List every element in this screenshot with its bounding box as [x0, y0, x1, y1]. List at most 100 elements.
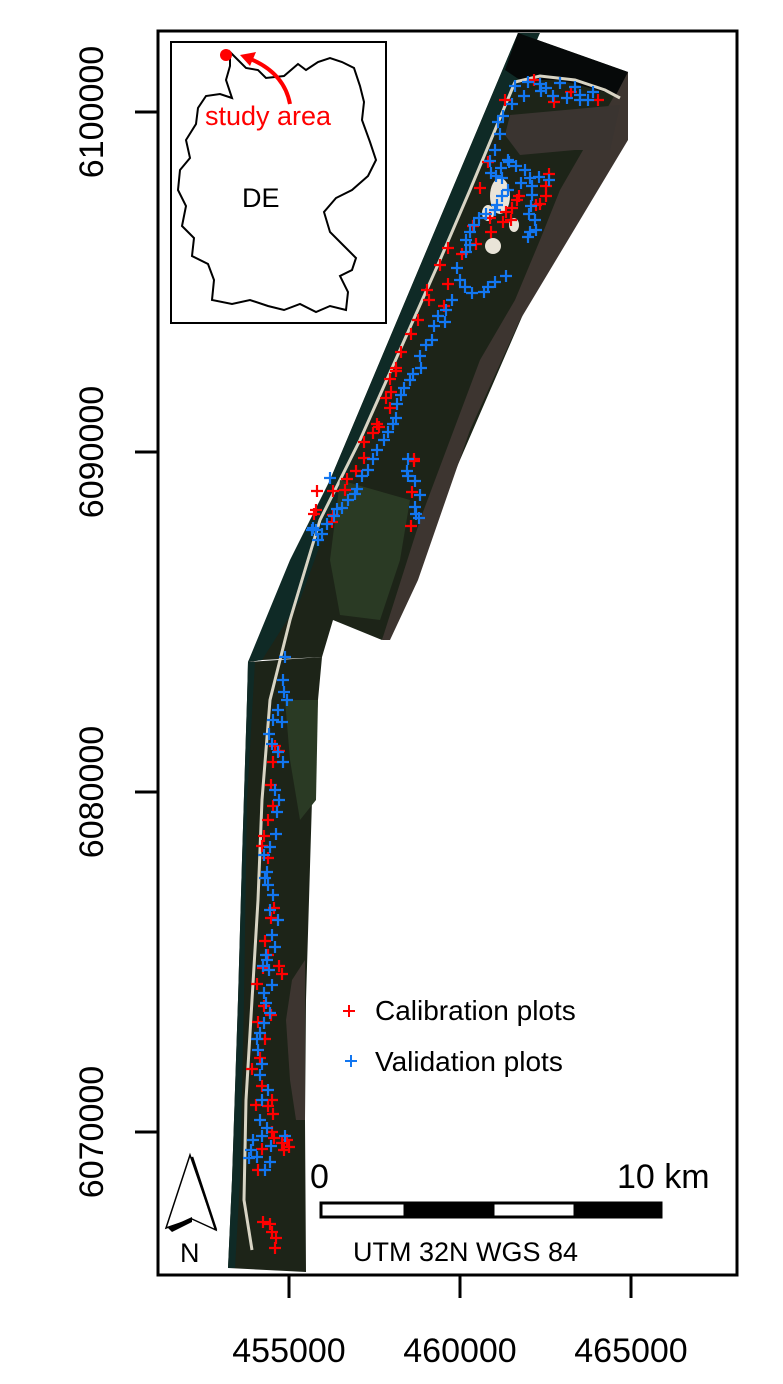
validation-plot-marker — [525, 200, 537, 212]
validation-plot-marker — [254, 1069, 266, 1081]
calibration-plot-marker — [276, 968, 288, 980]
validation-plot-marker — [349, 488, 361, 500]
calibration-plot-marker — [511, 194, 523, 206]
validation-plot-marker — [276, 716, 288, 728]
x-tick-label: 455000 — [232, 1332, 345, 1370]
validation-plot-marker — [519, 164, 531, 176]
validation-plot-marker — [415, 362, 427, 374]
validation-plot-marker — [466, 287, 478, 299]
validation-plot-marker — [496, 190, 508, 202]
calibration-plot-marker — [251, 978, 263, 990]
validation-plot-marker — [382, 426, 394, 438]
beach-line-north-cap — [514, 74, 621, 100]
scale-bar-start-label: 0 — [310, 1158, 329, 1196]
calibration-plot-marker — [264, 1218, 276, 1230]
validation-plot-marker — [328, 510, 340, 522]
validation-plot-marker — [480, 208, 492, 220]
validation-plot-marker — [371, 444, 383, 456]
validation-plot-marker — [509, 80, 521, 92]
calibration-points — [246, 74, 604, 1254]
sea-south — [228, 662, 255, 1268]
calibration-plot-marker — [310, 504, 322, 516]
validation-plot-marker — [428, 320, 440, 332]
validation-plot-marker — [306, 524, 318, 536]
plot-frame — [156, 29, 739, 1277]
study-area-arrow — [247, 56, 292, 105]
validation-plot-marker — [261, 866, 273, 878]
validation-plot-marker — [526, 180, 538, 192]
validation-plot-marker — [482, 281, 494, 293]
country-label-de: DE — [242, 183, 280, 213]
validation-plot-marker — [254, 1114, 266, 1126]
validation-plot-marker — [535, 85, 547, 97]
validation-plot-marker — [256, 1094, 268, 1106]
validation-plot-marker — [262, 1084, 274, 1096]
validation-plot-marker — [259, 1164, 271, 1176]
validation-plot-marker — [256, 1130, 268, 1142]
study-area-arrowhead — [240, 52, 256, 66]
calibration-plot-marker — [273, 960, 285, 972]
validation-plot-marker — [454, 274, 466, 286]
legend-marker-calibration — [343, 1005, 355, 1017]
study-area-dot — [220, 49, 232, 61]
calibration-plot-marker — [384, 373, 396, 385]
validation-plot-marker — [264, 841, 276, 853]
validation-plot-marker — [271, 806, 283, 818]
validation-plot-marker — [401, 465, 413, 477]
calibration-plot-marker — [497, 216, 509, 228]
validation-plot-marker — [489, 204, 501, 216]
scale-bar-segment-4 — [573, 1201, 663, 1219]
sea-north — [248, 33, 540, 662]
calibration-plot-marker — [406, 486, 418, 498]
validation-plot-marker — [269, 784, 281, 796]
validation-plot-marker — [265, 1140, 277, 1152]
calibration-plot-marker — [258, 830, 270, 842]
calibration-plot-marker — [421, 284, 433, 296]
validation-plot-marker — [473, 212, 485, 224]
validation-plot-marker — [569, 81, 581, 93]
calibration-plot-marker — [500, 206, 512, 218]
calibration-plot-marker — [246, 1063, 258, 1075]
calibration-plot-marker — [256, 1143, 268, 1155]
validation-plot-marker — [420, 339, 432, 351]
validation-plot-marker — [547, 90, 559, 102]
scale-bar-segment-3 — [491, 1201, 577, 1219]
validation-plot-marker — [367, 453, 379, 465]
validation-plot-marker — [263, 728, 275, 740]
validation-plot-marker — [439, 316, 451, 328]
validation-plot-marker — [561, 92, 573, 104]
calibration-plot-marker — [540, 190, 552, 202]
validation-plot-marker — [258, 1017, 270, 1029]
legend-label-validation: Validation plots — [375, 1046, 563, 1077]
validation-plot-marker — [522, 76, 534, 88]
validation-plot-marker — [503, 156, 515, 168]
validation-plot-marker — [490, 170, 502, 182]
validation-plot-marker — [272, 746, 284, 758]
validation-plot-marker — [277, 756, 289, 768]
validation-plot-marker — [331, 503, 343, 515]
validation-plot-marker — [281, 694, 293, 706]
validation-plot-marker — [264, 904, 276, 916]
validation-plot-marker — [502, 184, 514, 196]
validation-plot-marker — [312, 534, 324, 546]
crs-label: UTM 32N WGS 84 — [353, 1237, 578, 1267]
calibration-plot-marker — [505, 214, 517, 226]
calibration-plot-marker — [405, 328, 417, 340]
validation-plot-marker — [543, 174, 555, 186]
inset-map: study area DE — [170, 41, 387, 324]
validation-plot-marker — [587, 86, 599, 98]
validation-plot-marker — [574, 94, 586, 106]
calibration-plot-marker — [373, 421, 385, 433]
scale-bar-segment-1 — [319, 1201, 407, 1219]
validation-plot-marker — [468, 219, 480, 231]
validation-plot-marker — [500, 270, 512, 282]
calibration-plot-marker — [395, 346, 407, 358]
validation-plot-marker — [266, 738, 278, 750]
calibration-plot-marker — [257, 1216, 269, 1228]
validation-plot-marker — [266, 929, 278, 941]
validation-plot-marker — [489, 276, 501, 288]
validation-plot-marker — [324, 472, 336, 484]
validation-plot-marker — [279, 1130, 291, 1142]
validation-plot-marker — [414, 350, 426, 362]
